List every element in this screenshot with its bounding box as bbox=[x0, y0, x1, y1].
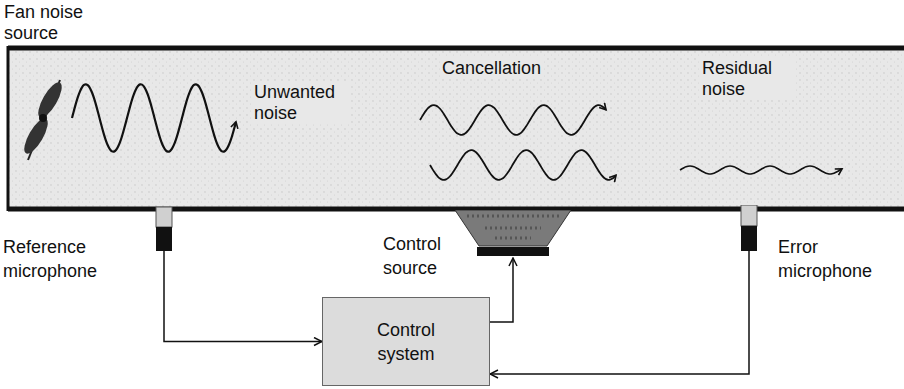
signal-line bbox=[490, 258, 513, 322]
signal-line bbox=[164, 251, 322, 342]
loudspeaker: Control source bbox=[455, 210, 571, 258]
diagram-label: Fan noise source bbox=[2, 2, 101, 44]
part-label: Error microphone bbox=[778, 235, 893, 283]
part-label: Reference microphone bbox=[3, 235, 103, 283]
diagram-label: Residual noise bbox=[700, 58, 794, 100]
duct-wall bbox=[8, 46, 904, 51]
part-label: Control source bbox=[383, 232, 453, 280]
microphone: Error microphone bbox=[740, 205, 758, 251]
speaker-symbol bbox=[455, 210, 571, 258]
sound-wave bbox=[680, 166, 842, 174]
diagram-label: Cancellation bbox=[440, 58, 543, 79]
control-box: Control system bbox=[322, 297, 490, 386]
diagram-label: Unwanted noise bbox=[252, 82, 351, 124]
microphone-symbol bbox=[155, 207, 173, 251]
box-label: Control system bbox=[361, 318, 451, 366]
sound-wave bbox=[72, 84, 236, 151]
duct-end bbox=[7, 46, 10, 211]
sound-wave bbox=[420, 105, 606, 135]
microphone-symbol bbox=[740, 205, 758, 251]
signal-line bbox=[490, 251, 749, 374]
duct-interior bbox=[8, 48, 904, 209]
microphone: Reference microphone bbox=[155, 207, 173, 251]
fan bbox=[20, 79, 66, 160]
sound-wave bbox=[430, 150, 616, 180]
